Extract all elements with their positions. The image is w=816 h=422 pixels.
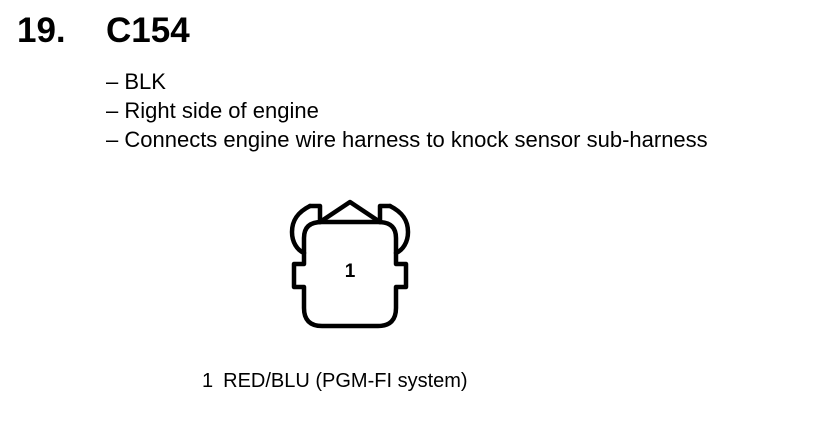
pin-number: 1 <box>202 370 214 392</box>
connector-right-tab <box>377 203 393 225</box>
connector-diagram: 1 <box>289 199 411 329</box>
connector-pin-label: 1 <box>345 261 356 282</box>
detail-connection: Connects engine wire harness to knock se… <box>106 125 707 154</box>
connector-left-tab <box>307 203 323 225</box>
detail-color: BLK <box>106 67 708 96</box>
pin-description: RED/BLU (PGM-FI system) <box>223 370 468 392</box>
item-number: 19. <box>17 11 66 50</box>
pin-legend: 1 RED/BLU (PGM-FI system) <box>202 371 468 391</box>
connector-left-latch <box>289 203 313 256</box>
connector-code: C154 <box>106 11 190 50</box>
connector-key <box>317 199 383 225</box>
connector-details: BLK Right side of engine Connects engine… <box>106 67 708 154</box>
connector-right-latch <box>387 203 411 256</box>
connector-body <box>291 219 409 329</box>
detail-location: Right side of engine <box>106 96 708 125</box>
